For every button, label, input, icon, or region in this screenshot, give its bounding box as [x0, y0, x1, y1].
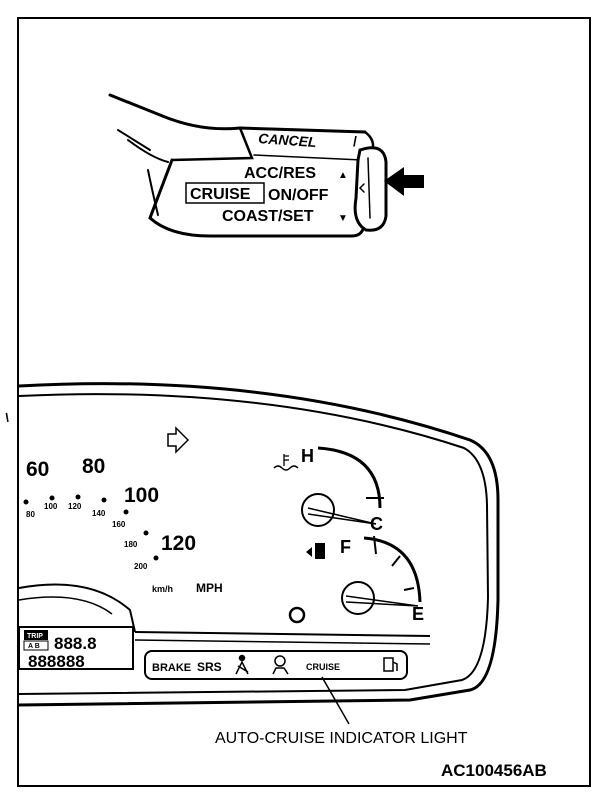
temp-cold-label: C — [370, 514, 383, 534]
mph-80-label: 80 — [82, 455, 105, 478]
down-arrow-icon: ▼ — [338, 213, 348, 224]
figure-frame — [17, 17, 591, 787]
push-arrow-icon — [384, 167, 424, 196]
fuel-empty-label: E — [412, 604, 424, 624]
instrument-cluster — [18, 382, 500, 707]
kmh-100-label: 100 — [44, 502, 58, 511]
seatbelt-icon — [235, 654, 249, 675]
callout-leader-line — [321, 676, 350, 725]
acc-res-label: ACC/RES — [244, 165, 316, 182]
speedometer-tick — [5, 412, 9, 423]
trip-digits: 888.8 — [54, 634, 97, 653]
mph-unit-label: MPH — [196, 581, 223, 595]
fuel-full-label: F — [340, 537, 351, 557]
kmh-dots — [23, 494, 159, 561]
coast-set-label: COAST/SET — [222, 208, 314, 225]
cancel-bar-icon: / — [353, 133, 357, 149]
cruise-label: CRUISE — [190, 186, 251, 203]
odometer-display: TRIP A B 888.8 888888 — [18, 626, 134, 671]
figure-id: AC100456AB — [441, 761, 547, 780]
brake-warning-label: BRAKE — [152, 662, 191, 674]
temp-gauge — [301, 446, 384, 527]
fuel-pump-icon — [306, 543, 325, 559]
reset-knob-icon — [288, 606, 306, 624]
temp-hot-label: H — [301, 446, 314, 466]
cruise-button-box — [185, 182, 265, 204]
kmh-160-label: 160 — [112, 520, 126, 529]
mph-60-label: 60 — [26, 458, 49, 481]
odo-digits: 888888 — [28, 652, 85, 671]
cruise-indicator-label: CRUISE — [306, 662, 340, 672]
trip-label: TRIP — [27, 633, 43, 640]
kmh-180-label: 180 — [124, 540, 138, 549]
speedometer-ticks — [5, 412, 9, 423]
callout-label: AUTO-CRUISE INDICATOR LIGHT — [215, 730, 468, 747]
cruise-stalk — [108, 93, 388, 238]
cancel-label: CANCEL — [258, 130, 317, 150]
kmh-140-label: 140 — [92, 509, 106, 518]
warning-strip: BRAKE SRS CRUISE — [144, 650, 408, 680]
trip-ab-label: A B — [28, 643, 40, 650]
coolant-temp-icon — [273, 454, 299, 471]
on-off-label: ON/OFF — [268, 187, 329, 204]
mph-120-label: 120 — [161, 532, 196, 555]
kmh-80-label: 80 — [26, 510, 35, 519]
kmh-200-label: 200 — [134, 562, 148, 571]
turn-signal-icon — [167, 426, 190, 454]
up-arrow-icon: ▲ — [338, 170, 348, 181]
kmh-unit-label: km/h — [152, 584, 173, 594]
kmh-120-label: 120 — [68, 502, 82, 511]
airbag-icon — [272, 655, 289, 675]
mph-100-label: 100 — [124, 484, 159, 507]
fuel-cap-icon — [383, 657, 398, 672]
fuel-gauge — [341, 535, 422, 615]
srs-warning-label: SRS — [197, 660, 222, 674]
